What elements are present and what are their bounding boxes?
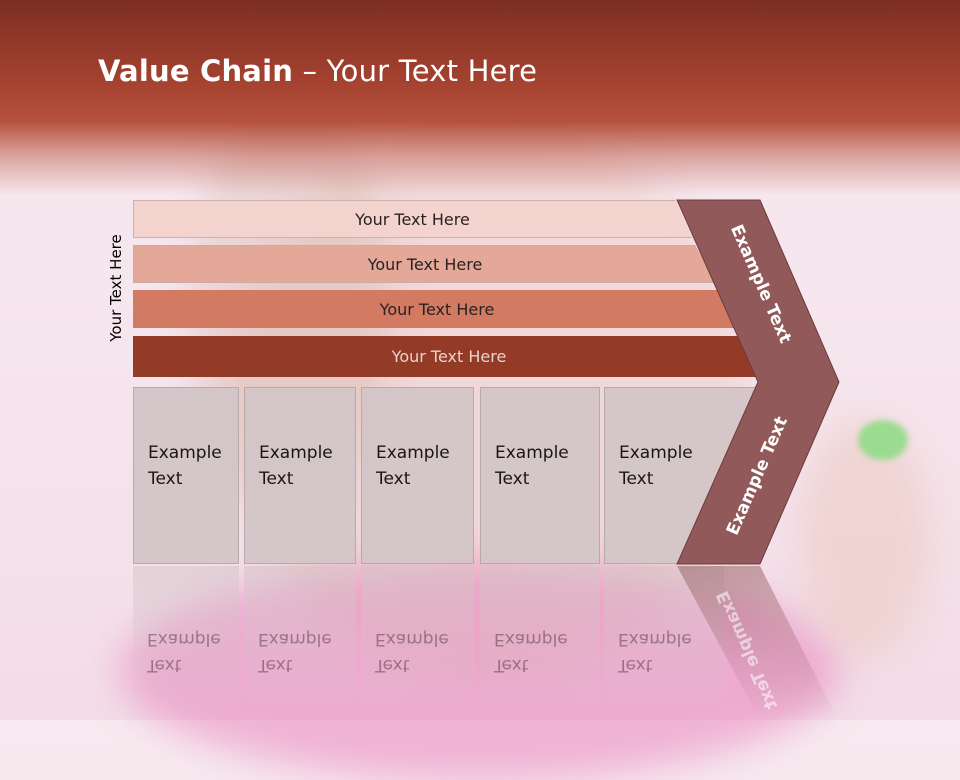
- activity-box-3-line1: Example: [376, 443, 450, 463]
- background-photo-crayon: [858, 420, 908, 460]
- activity-box-1[interactable]: Example Text: [133, 387, 239, 564]
- chevron-shape[interactable]: [676, 199, 840, 565]
- activity-box-5-line1: Example: [619, 443, 693, 463]
- chain-bar-3-label: Your Text Here: [379, 299, 495, 319]
- title-rest: – Your Text Here: [293, 54, 538, 88]
- activity-box-3-line2: Text: [376, 469, 411, 489]
- chain-bar-2-label: Your Text Here: [367, 254, 483, 274]
- chain-bar-4[interactable]: Your Text Here: [133, 336, 765, 377]
- activity-box-3[interactable]: Example Text: [361, 387, 474, 564]
- title-bold: Value Chain: [98, 54, 294, 88]
- chain-bar-2[interactable]: Your Text Here: [133, 245, 717, 283]
- page-title[interactable]: Value Chain – Your Text Here: [98, 54, 537, 88]
- activity-box-1-line1: Example: [148, 443, 222, 463]
- activity-box-2-line2: Text: [259, 469, 294, 489]
- chain-bar-1-label: Your Text Here: [355, 209, 470, 229]
- header-band: [0, 0, 960, 195]
- activity-box-4-line1: Example: [495, 443, 569, 463]
- activity-box-2-line1: Example: [259, 443, 333, 463]
- chevron-reflection: [677, 566, 838, 720]
- chain-bar-4-label: Your Text Here: [391, 347, 507, 366]
- activity-box-1-line2: Text: [148, 469, 183, 489]
- chevron-arrow: Example Text Example Text Example Text: [676, 199, 840, 720]
- activity-box-2[interactable]: Example Text: [244, 387, 356, 564]
- activity-box-4[interactable]: Example Text: [480, 387, 600, 564]
- activity-box-5-line2: Text: [619, 469, 654, 489]
- chain-bar-3[interactable]: Your Text Here: [133, 290, 741, 328]
- activity-box-4-line2: Text: [495, 469, 530, 489]
- chain-bar-1[interactable]: Your Text Here: [133, 200, 692, 238]
- background-photo-hand: [800, 420, 930, 660]
